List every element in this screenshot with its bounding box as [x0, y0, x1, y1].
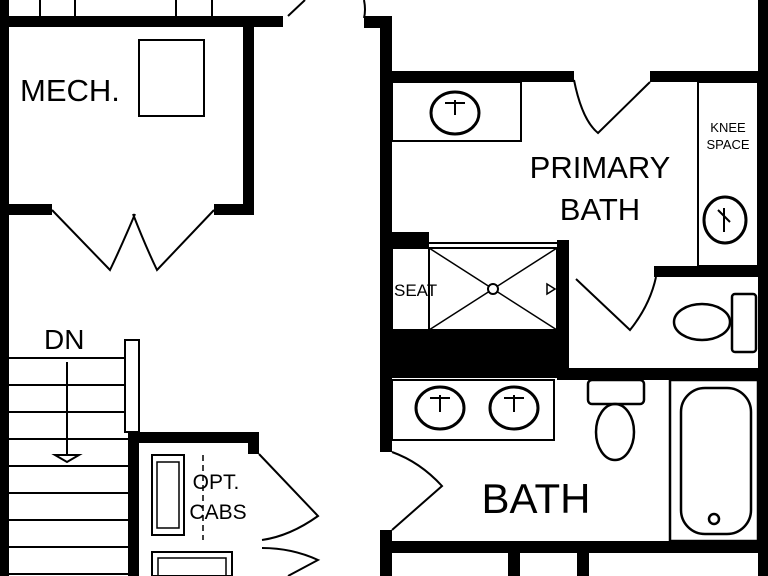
mech-bottom-wall-left: [0, 204, 52, 215]
bath-toilet-bowl: [594, 402, 636, 462]
mech-top-wall: [0, 16, 283, 27]
primary-toilet-tank: [730, 292, 758, 354]
top-fixtures: [39, 0, 366, 19]
toilet-room-top-wall: [654, 266, 758, 277]
left-exterior-wall: [0, 0, 9, 576]
stairs-dn-label: DN: [44, 324, 84, 355]
shower-drain-icon: [487, 283, 499, 295]
toilet-room-door: [575, 276, 657, 332]
bath-faucet-1-icon: [430, 395, 450, 412]
knee-label-2: SPACE: [706, 137, 749, 152]
shower-wall-right: [557, 240, 569, 380]
cab-door-jamb: [248, 432, 259, 454]
stair-arrow-icon: [51, 454, 83, 464]
knee-sink-icon: [702, 195, 748, 245]
shower-seat: [391, 247, 430, 331]
central-wall-lower: [380, 530, 392, 576]
opt-cabs-closet: OPT. CABS: [151, 453, 321, 576]
opt-cab-1: [151, 454, 185, 536]
primary-bath-label-2: BATH: [560, 192, 640, 227]
seat-label: SEAT: [394, 281, 437, 300]
mech-label: MECH.: [20, 73, 120, 108]
primary-bath-label-1: PRIMARY: [530, 150, 671, 185]
mech-bottom-wall-right: [214, 204, 254, 215]
mech-door-left: [51, 209, 136, 272]
shower-head-icon: [546, 282, 557, 296]
toilet-room: [575, 276, 758, 354]
primary-toilet-bowl: [672, 302, 732, 342]
bath-room: BATH: [391, 378, 760, 543]
mech-equipment: [138, 39, 205, 117]
bathtub-basin: [679, 386, 753, 536]
mech-room: MECH.: [20, 39, 215, 272]
mech-right-wall: [243, 16, 254, 214]
primary-faucet-icon: [445, 100, 465, 115]
primary-vanity: [391, 81, 522, 142]
stairs: [9, 339, 140, 575]
knee-faucet-icon: [717, 208, 731, 232]
bathtub-drain-icon: [707, 512, 721, 526]
shower-wall-top: [392, 232, 429, 248]
bath-door: [391, 451, 444, 531]
central-wall-cap: [364, 16, 392, 28]
cab-top-wall: [128, 432, 258, 443]
bathtub-frame: [668, 378, 760, 543]
primary-bath-top-wall-left: [392, 71, 574, 82]
bottom-stub-wall-1: [508, 553, 520, 576]
knee-space-cabinet: [697, 81, 759, 267]
bath-sink-1-icon: [414, 385, 466, 431]
opt-label-1: OPT.: [193, 471, 240, 494]
bath-vanity: [391, 379, 555, 441]
shower-wall-bottom-block: [392, 330, 568, 378]
opt-label-2: CABS: [189, 501, 246, 524]
bath-toilet-tank: [586, 378, 646, 406]
knee-label-1: KNEE: [710, 120, 746, 135]
opt-cab-1-inner: [156, 461, 180, 529]
opt-cab-2: [151, 551, 233, 576]
shower: SEAT: [391, 242, 558, 331]
opt-cab-2-inner: [157, 557, 227, 576]
closet-door-1: [258, 453, 320, 541]
stair-rail: [124, 339, 140, 433]
closet-door-2: [261, 547, 321, 576]
right-exterior-wall: [758, 0, 768, 576]
primary-sink-icon: [429, 90, 481, 136]
bottom-stub-wall-2: [577, 553, 589, 576]
mech-door-right: [132, 209, 215, 272]
central-wall: [380, 16, 392, 452]
top-door-swing: [287, 0, 306, 17]
primary-bath: KNEE SPACE PRIMARY BATH: [391, 79, 759, 267]
stair-right-wall: [128, 432, 139, 576]
primary-bath-top-wall-right: [650, 71, 760, 82]
primary-bath-door: [573, 79, 651, 135]
bath-label: BATH: [482, 475, 591, 522]
bath-sink-2-icon: [488, 385, 540, 431]
top-door-arc: [363, 0, 366, 19]
bath-top-wall: [569, 368, 758, 380]
bath-faucet-2-icon: [504, 395, 524, 412]
bath-bottom-wall: [392, 541, 758, 553]
